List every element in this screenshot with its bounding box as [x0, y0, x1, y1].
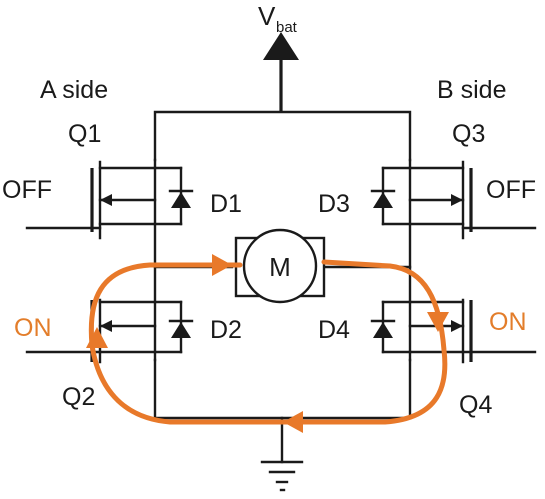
q4-label: Q4 [459, 391, 492, 419]
d2-diode-symbol [153, 300, 194, 354]
flow-arrow-right [427, 312, 449, 332]
d2-label: D2 [210, 316, 242, 344]
q3-transistor-symbol [408, 160, 537, 240]
q1-state-label: OFF [2, 176, 52, 204]
vbat-subscript: bat [276, 19, 298, 36]
d3-label: D3 [318, 190, 350, 218]
top-rail [153, 110, 412, 162]
q1-label: Q1 [68, 120, 101, 148]
d1-label: D1 [210, 190, 242, 218]
d3-diode-symbol [370, 166, 412, 226]
bottom-rail [153, 358, 412, 420]
current-flow-path [86, 254, 449, 433]
flow-arrow-left [86, 327, 108, 348]
a-side-label: A side [40, 76, 108, 104]
motor-label: M [269, 252, 291, 282]
flow-arrow-bottom [283, 411, 303, 433]
ground-icon [260, 460, 304, 492]
q1-transistor-symbol [25, 160, 157, 240]
vbat-supply-arrow [263, 32, 299, 112]
q2-state-label: ON [14, 314, 52, 342]
q2-label: Q2 [62, 383, 95, 411]
d4-diode-symbol [370, 300, 412, 354]
b-side-label: B side [437, 76, 506, 104]
q3-state-label: OFF [486, 176, 536, 204]
motor-symbol [234, 228, 326, 304]
q4-state-label: ON [489, 308, 527, 336]
q3-label: Q3 [452, 120, 485, 148]
d4-label: D4 [318, 316, 350, 344]
d1-diode-symbol [153, 166, 194, 226]
flow-arrow-top [212, 254, 232, 276]
vbat-label: V [258, 1, 276, 31]
